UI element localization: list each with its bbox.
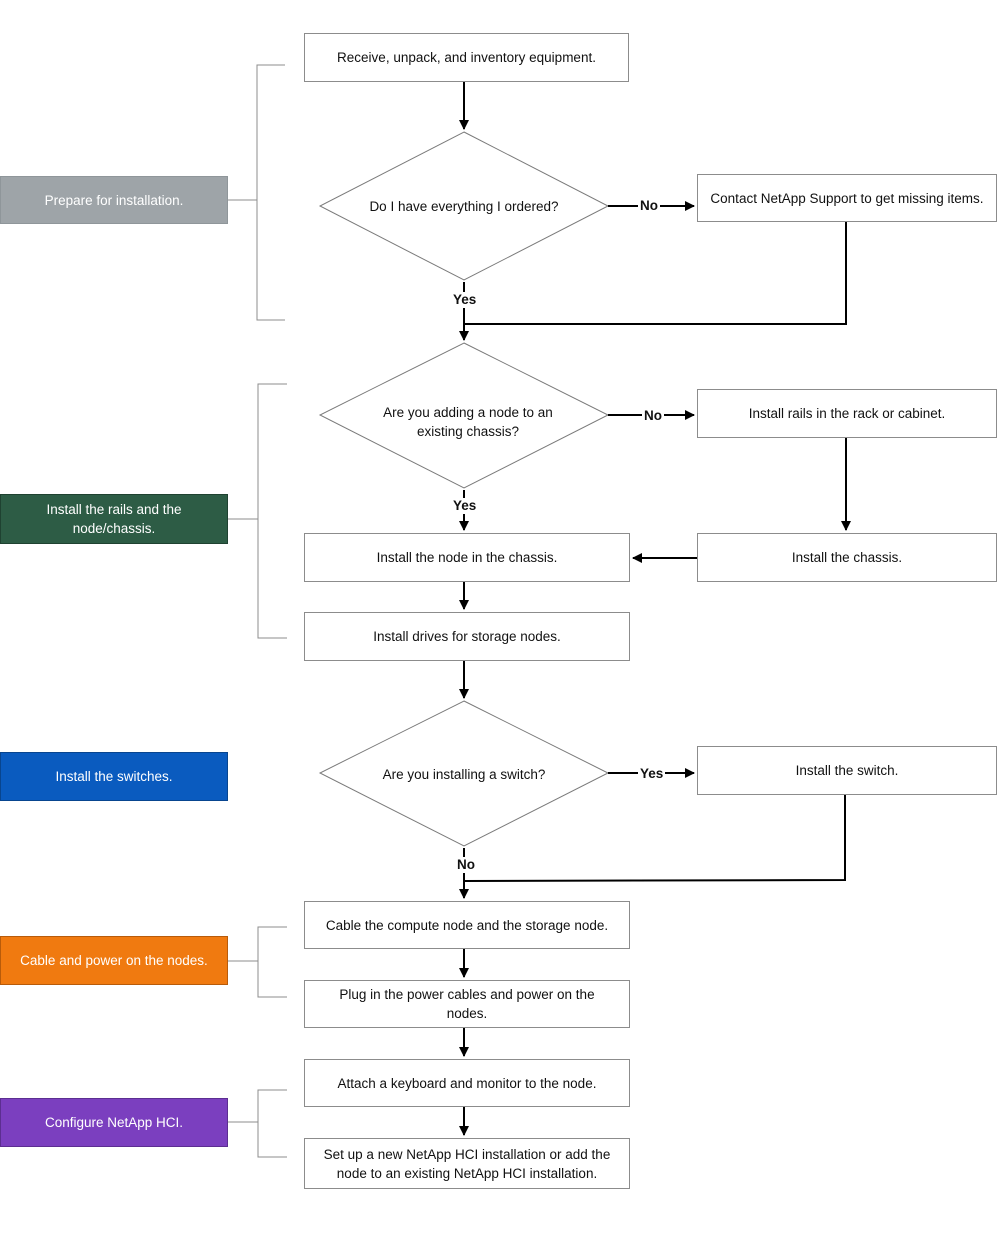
step-install-drives: Install drives for storage nodes. bbox=[304, 612, 630, 661]
bracket-configure bbox=[228, 1089, 287, 1158]
label-yes-installing-switch: Yes bbox=[638, 766, 666, 782]
step-setup-hci: Set up a new NetApp HCI installation or … bbox=[304, 1138, 630, 1189]
label-no-have-everything: No bbox=[638, 198, 660, 214]
phase-cable-power: Cable and power on the nodes. bbox=[0, 936, 228, 985]
step-contact-support: Contact NetApp Support to get missing it… bbox=[697, 174, 997, 222]
label-yes-have-everything: Yes bbox=[451, 292, 479, 308]
bracket-cable bbox=[228, 926, 287, 998]
phase-prepare: Prepare for installation. bbox=[0, 176, 228, 224]
step-install-switch: Install the switch. bbox=[697, 746, 997, 795]
bracket-rails bbox=[228, 383, 287, 639]
decision-diamond-installing-switch bbox=[318, 700, 610, 847]
step-cable-nodes: Cable the compute node and the storage n… bbox=[304, 901, 630, 949]
phase-install-rails: Install the rails and the node/chassis. bbox=[0, 494, 228, 544]
label-yes-adding-node: Yes bbox=[451, 498, 479, 514]
decision-diamond-have-everything bbox=[318, 131, 610, 281]
line-support-return bbox=[464, 222, 847, 325]
step-install-chassis: Install the chassis. bbox=[697, 533, 997, 582]
decision-diamond-adding-node bbox=[318, 342, 610, 489]
decision-have-everything: Do I have everything I ordered? bbox=[369, 198, 559, 214]
step-install-node: Install the node in the chassis. bbox=[304, 533, 630, 582]
label-no-installing-switch: No bbox=[455, 857, 477, 873]
step-attach-keyboard: Attach a keyboard and monitor to the nod… bbox=[304, 1059, 630, 1107]
line-switch-return bbox=[463, 795, 846, 882]
step-receive: Receive, unpack, and inventory equipment… bbox=[304, 33, 629, 82]
decision-adding-node: Are you adding a node to an existing cha… bbox=[383, 405, 553, 439]
label-no-adding-node: No bbox=[642, 408, 664, 424]
phase-install-switches: Install the switches. bbox=[0, 752, 228, 801]
step-plug-power: Plug in the power cables and power on th… bbox=[304, 980, 630, 1028]
bracket-prepare bbox=[228, 64, 285, 321]
decision-installing-switch: Are you installing a switch? bbox=[382, 766, 546, 782]
step-install-rails: Install rails in the rack or cabinet. bbox=[697, 389, 997, 438]
phase-configure: Configure NetApp HCI. bbox=[0, 1098, 228, 1147]
